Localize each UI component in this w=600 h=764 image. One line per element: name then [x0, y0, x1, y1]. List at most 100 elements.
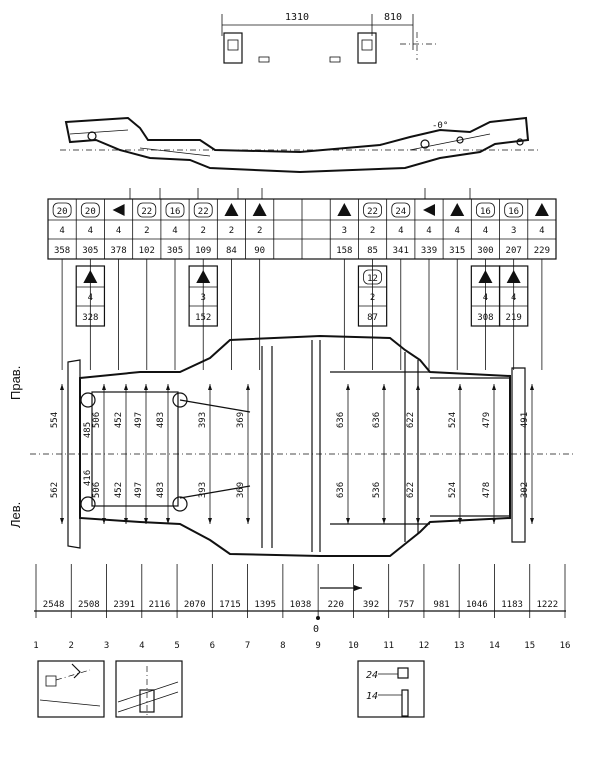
bottom-dim: 2508 [78, 600, 100, 610]
station-number: 12 [419, 641, 430, 651]
dim-lower: 636 [336, 482, 346, 498]
dim-upper: 393 [198, 412, 208, 428]
symbol-value: 22 [141, 207, 152, 217]
dim-upper: 506 [92, 412, 102, 428]
top-dim-right: 810 [384, 12, 402, 23]
table-value: 109 [195, 246, 211, 256]
dim-extra: 416 [83, 470, 93, 486]
bottom-dim: 1222 [537, 600, 559, 610]
dim-lower: 302 [520, 482, 530, 498]
table-count: 4 [88, 226, 93, 236]
top-view: 1310 810 [221, 12, 436, 64]
bottom-dim: 1395 [254, 600, 276, 610]
triangle-icon [224, 203, 239, 216]
table-count: 4 [398, 226, 403, 236]
leader-lines [61, 188, 543, 370]
bottom-dim: 1183 [501, 600, 523, 610]
table-value: 207 [506, 246, 522, 256]
station-number: 11 [383, 641, 394, 651]
station-number: 8 [280, 641, 285, 651]
symbol-circle-icon [476, 202, 495, 218]
table-value: 158 [336, 246, 352, 256]
bottom-dim: 1038 [290, 600, 312, 610]
table-count: 2 [144, 226, 149, 236]
symbol-circle-icon [363, 202, 382, 218]
symbol-value: 20 [85, 207, 96, 217]
station-number: 4 [139, 641, 144, 651]
dim-upper: 479 [482, 412, 492, 428]
station-number: 5 [174, 641, 179, 651]
detail-label-a: 24 [366, 670, 378, 681]
table-count: 3 [342, 226, 347, 236]
table-count: 4 [116, 226, 121, 236]
detail-view-1 [37, 660, 105, 718]
table-count: 2 [229, 226, 234, 236]
table-count: 2 [370, 226, 375, 236]
triangle-icon [337, 203, 352, 216]
symbol-circle-icon [52, 202, 72, 218]
symbol-circle-icon [391, 202, 411, 218]
station-number: 1 [33, 641, 38, 651]
table-value: 315 [449, 246, 465, 256]
station-number: 7 [245, 641, 250, 651]
dim-upper: 554 [50, 412, 60, 428]
table-count: 4 [455, 226, 460, 236]
table-count: 4 [172, 226, 177, 236]
dim-upper: 622 [406, 412, 416, 428]
station-number: 15 [524, 641, 535, 651]
table-value: 341 [393, 246, 409, 256]
detail-view-2 [115, 660, 183, 718]
arrow-left-icon [112, 204, 125, 216]
side-elevation: -0° [60, 116, 540, 174]
dim-lower: 506 [92, 482, 102, 498]
symbol-circle-icon [504, 202, 524, 218]
detail-label-b: 14 [366, 691, 378, 702]
table-value: 229 [534, 246, 550, 256]
bottom-dim: 2070 [184, 600, 206, 610]
dim-lower: 369 [236, 482, 246, 498]
dim-upper: 491 [520, 412, 530, 428]
dim-lower: 536 [372, 482, 382, 498]
symbol-value: 16 [480, 207, 491, 217]
dim-lower: 622 [406, 482, 416, 498]
triangle-icon [534, 203, 549, 216]
bottom-dim: 220 [328, 600, 344, 610]
dim-lower: 524 [448, 482, 458, 498]
symbol-value: 16 [508, 207, 519, 217]
symbol-value: 20 [57, 207, 68, 217]
symbol-circle-icon [165, 202, 185, 218]
table-value: 85 [367, 246, 378, 256]
station-number: 2 [69, 641, 74, 651]
symbol-circle-icon [137, 202, 157, 218]
dim-upper: 636 [372, 412, 382, 428]
station-number: 10 [348, 641, 359, 651]
table-value: 300 [477, 246, 493, 256]
table-count: 2 [257, 226, 262, 236]
symbol-value: 16 [170, 207, 181, 217]
table-count: 3 [511, 226, 516, 236]
svg-text:-0°: -0° [432, 121, 448, 131]
dim-lower: 478 [482, 482, 492, 498]
top-dim-left: 1310 [285, 12, 309, 23]
bottom-dim: 1715 [219, 600, 241, 610]
bottom-dim: 757 [398, 600, 414, 610]
dim-upper: 483 [156, 412, 166, 428]
dim-extra: 485 [83, 422, 93, 438]
station-number: 3 [104, 641, 109, 651]
bottom-dim: 1046 [466, 600, 488, 610]
dim-lower: 483 [156, 482, 166, 498]
dim-upper: 452 [114, 412, 124, 428]
station-number: 6 [210, 641, 215, 651]
side-label-right: Прав. [8, 366, 23, 400]
triangle-icon [252, 203, 267, 216]
zero-label: 0 [313, 624, 319, 635]
symbol-circle-icon [80, 202, 100, 218]
bottom-dim: 981 [433, 600, 449, 610]
station-number: 14 [489, 641, 500, 651]
table-value: 305 [82, 246, 98, 256]
frame-plan [30, 334, 575, 557]
station-number: 13 [454, 641, 465, 651]
dim-upper: 369 [236, 412, 246, 428]
